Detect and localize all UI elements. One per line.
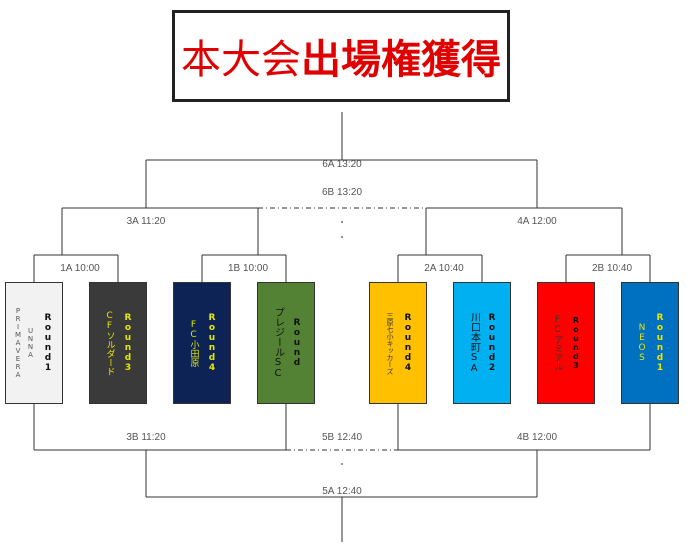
team-name: FC小田原 bbox=[188, 319, 199, 367]
match-label-5a: 5A 12:40 bbox=[322, 486, 362, 497]
team-card-neos: NEOS Round1 bbox=[621, 282, 679, 404]
match-labels: 6A 13:20 6B 13:20 3A 11:20 4A 12:00 1A 1… bbox=[60, 159, 632, 497]
team-card-primavera: PRIMAVERA UNNA Round1 bbox=[5, 282, 63, 404]
match-label-2b: 2B 10:40 bbox=[592, 263, 632, 274]
team-card-cf-soldado: CFソルダード Round3 bbox=[89, 282, 147, 404]
team-card-fc-amial: FCアミアル Round3 bbox=[537, 282, 595, 404]
team-name: 三原七小キッカーズ bbox=[386, 311, 394, 375]
team-name: FCアミアル bbox=[552, 315, 563, 371]
match-label-1b: 1B 10:00 bbox=[228, 263, 268, 274]
team-round: Round4 bbox=[403, 313, 413, 373]
team-card-plaisir-sc: プレジールSC Round bbox=[257, 282, 315, 404]
team-round: Round3 bbox=[571, 316, 581, 370]
title-box: 本大会出場権獲得 bbox=[172, 10, 510, 102]
team-name: 川口本町SA bbox=[468, 312, 480, 374]
match-label-4a: 4A 12:00 bbox=[517, 216, 557, 227]
team-round: Round1 bbox=[655, 313, 665, 373]
team-name: プレジールSC bbox=[272, 307, 284, 379]
team-round: Round bbox=[292, 318, 302, 368]
team-name: PRIMAVERA bbox=[14, 307, 22, 379]
team-card-kawaguchi-honcho: 川口本町SA Round2 bbox=[453, 282, 511, 404]
team-card-mihara-kickers: 三原七小キッカーズ Round4 bbox=[369, 282, 427, 404]
match-label-3b: 3B 11:20 bbox=[126, 432, 166, 443]
team-round: Round3 bbox=[123, 313, 133, 373]
match-label-6a: 6A 13:20 bbox=[322, 159, 362, 170]
team-name: CFソルダード bbox=[104, 310, 115, 376]
title-emphasis: 出場権獲得 bbox=[301, 37, 501, 83]
team-round: Round4 bbox=[207, 313, 217, 373]
match-label-1a: 1A 10:00 bbox=[60, 263, 100, 274]
team-round: Round1 bbox=[43, 313, 53, 373]
match-label-4b: 4B 12:00 bbox=[517, 432, 557, 443]
center-dots bbox=[341, 221, 343, 465]
title-prefix: 本大会 bbox=[181, 37, 301, 83]
team-name: NEOS bbox=[637, 323, 647, 363]
bracket-lines bbox=[33, 112, 651, 542]
match-label-2a: 2A 10:40 bbox=[424, 263, 464, 274]
team-name-line2: UNNA bbox=[26, 327, 35, 359]
match-label-5b: 5B 12:40 bbox=[322, 432, 362, 443]
match-label-3a: 3A 11:20 bbox=[127, 216, 166, 227]
team-round: Round2 bbox=[487, 313, 497, 373]
match-label-6b: 6B 13:20 bbox=[322, 187, 362, 198]
team-card-fc-odawara: FC小田原 Round4 bbox=[173, 282, 231, 404]
